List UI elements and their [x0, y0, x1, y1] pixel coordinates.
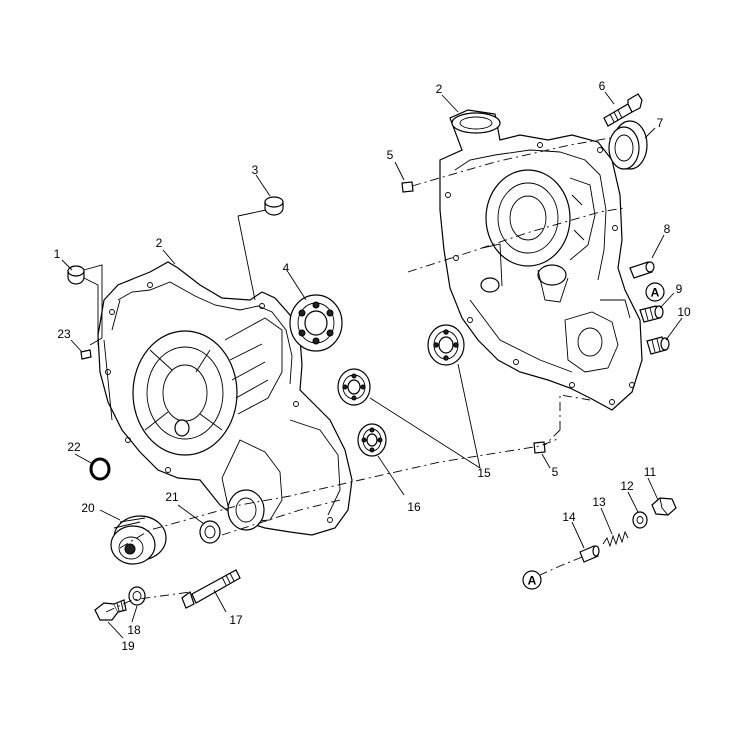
part-13-spring	[602, 530, 629, 548]
callout-6: 6	[599, 79, 606, 93]
part-9-fitting	[639, 305, 664, 323]
part-10-fitting	[646, 336, 670, 355]
part-5-pin-bottom	[533, 441, 546, 454]
part-17-bolt	[181, 569, 241, 609]
callout-14: 14	[562, 510, 576, 524]
callout-1: 1	[54, 247, 61, 261]
callout-21: 21	[165, 490, 179, 504]
callout-15: 15	[477, 466, 491, 480]
part-18-washer	[128, 586, 146, 606]
callout-10: 10	[677, 305, 691, 319]
callout-5-bottom: 5	[552, 465, 559, 479]
part-20-pulley	[110, 515, 167, 565]
part-16-bearing	[357, 423, 387, 457]
callout-17: 17	[229, 613, 243, 627]
part-23-pin	[80, 349, 92, 360]
callout-16: 16	[407, 500, 421, 514]
part-21-seal	[199, 520, 221, 544]
part-22-o-ring	[89, 457, 111, 481]
part-14-plunger	[579, 545, 600, 563]
part-12-washer	[632, 511, 648, 529]
part-7-oil-seal	[608, 120, 648, 170]
part-15-bearing-upper	[337, 368, 371, 406]
callout-7: 7	[657, 116, 664, 130]
part-8-pin	[629, 261, 655, 279]
callout-19: 19	[121, 639, 135, 653]
callout-23: 23	[57, 327, 71, 341]
reference-mark-a-upper: A	[645, 282, 665, 302]
callout-2-right: 2	[436, 82, 443, 96]
part-6-bolt	[603, 93, 643, 127]
callout-13: 13	[592, 495, 606, 509]
callout-8: 8	[664, 222, 671, 236]
right-crankcase-half	[439, 109, 643, 411]
left-crankcase-half	[97, 261, 353, 536]
callout-4: 4	[283, 261, 290, 275]
reference-mark-a-lower-label: A	[528, 574, 537, 588]
part-15-bearing-right	[427, 324, 465, 366]
reference-mark-a-lower: A	[522, 570, 542, 590]
part-4-bearing	[289, 294, 343, 352]
callout-labels: 1 2 3 4 23 22 20 21 18 19 17 16 15 2 5 6…	[54, 79, 691, 653]
callout-2-left: 2	[156, 236, 163, 250]
callout-9: 9	[676, 282, 683, 296]
callout-5-top: 5	[387, 148, 394, 162]
callout-18: 18	[127, 623, 141, 637]
leader-lines	[61, 91, 683, 639]
callout-3: 3	[252, 163, 259, 177]
callout-20: 20	[81, 501, 95, 515]
part-5-pin-top	[401, 181, 414, 193]
callout-11: 11	[644, 465, 657, 479]
reference-mark-a-upper-label: A	[651, 286, 660, 300]
part-11-plug	[651, 497, 677, 516]
part-1-dowel	[67, 265, 85, 285]
part-3-dowel	[264, 196, 284, 216]
callout-12: 12	[620, 479, 634, 493]
callout-22: 22	[67, 440, 81, 454]
assembly-centerlines	[105, 137, 625, 613]
